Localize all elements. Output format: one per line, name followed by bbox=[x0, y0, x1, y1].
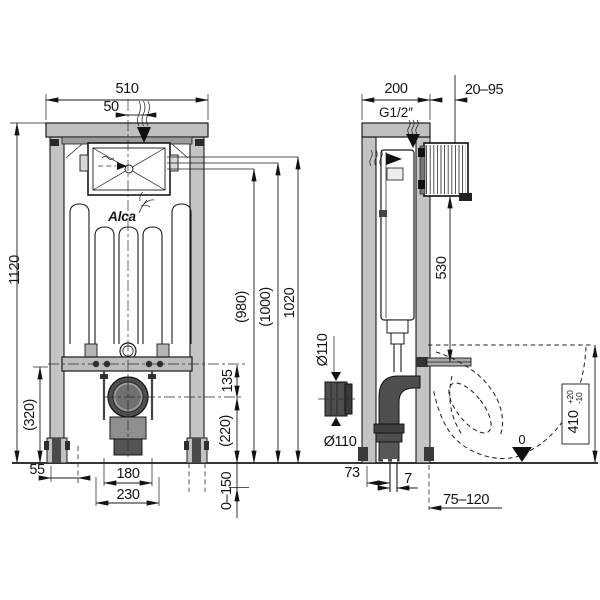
inspection-opening bbox=[79, 142, 179, 196]
dim-flush-drop: 135 bbox=[220, 369, 236, 392]
dim-bowl-range: 75–120 bbox=[443, 492, 489, 508]
front-view-frame bbox=[45, 122, 209, 464]
dim-h980: (980) bbox=[234, 291, 250, 323]
dim-water-connection: G1/2″ bbox=[379, 105, 413, 120]
bowl-mount-plate bbox=[426, 357, 472, 367]
waste-outlet-front bbox=[104, 376, 243, 456]
dim-rim-tol-plus: +20 bbox=[565, 390, 575, 404]
front-dimensions: 510 50 1120 (320) 55 180 230 0–150 135 bbox=[7, 81, 301, 518]
brand-text: Alca bbox=[107, 209, 136, 224]
dim-height: 1120 bbox=[7, 255, 23, 285]
sleeve-arrow-bottom-icon bbox=[331, 417, 341, 426]
dim-h1020: 1020 bbox=[282, 287, 298, 318]
dim-rim-height: 410 bbox=[566, 410, 582, 433]
dim-h1000: (1000) bbox=[258, 287, 274, 327]
dim-outlet-shift: 7 bbox=[404, 471, 412, 487]
dim-depth: 200 bbox=[385, 81, 408, 97]
corner-clip-left bbox=[50, 139, 59, 146]
water-inlet-arrow-icon bbox=[406, 134, 420, 148]
dim-plate-height: 530 bbox=[434, 256, 450, 279]
valve-arrow-icon bbox=[117, 162, 127, 170]
dim-rim-tol-minus: -10 bbox=[574, 392, 584, 404]
dim-outlet-diameter: Ø110 bbox=[324, 434, 357, 450]
mounting-plate-hatched bbox=[418, 142, 472, 201]
dim-lower-frame: (320) bbox=[22, 399, 38, 431]
dim-inlet-offset: 50 bbox=[103, 99, 119, 115]
waste-elbow-side bbox=[373, 375, 421, 492]
floor-datum: 0 bbox=[512, 432, 532, 462]
frame-crossbar bbox=[48, 342, 245, 420]
side-view-frame bbox=[358, 122, 434, 464]
corner-clip-right bbox=[195, 139, 204, 146]
outlet-sleeve-component: Ø110 Ø110 bbox=[315, 333, 358, 450]
plant-icon bbox=[138, 199, 148, 214]
dim-outlet-height: (220) bbox=[218, 415, 234, 447]
dim-rod-spacing: 180 bbox=[117, 466, 140, 482]
fill-valve-arrow-icon bbox=[386, 153, 402, 165]
side-dimensions: 200 20–95 530 73 7 75–120 410 +20 -10 bbox=[344, 75, 598, 511]
dim-width: 510 bbox=[116, 81, 139, 97]
dim-foot-side: 55 bbox=[29, 462, 45, 478]
dim-leg-adjust: 0–150 bbox=[219, 472, 235, 511]
alca-logo: Alca bbox=[107, 191, 155, 224]
dim-bolt-spacing: 230 bbox=[117, 487, 140, 503]
inlet-arrow-icon bbox=[137, 127, 151, 143]
frame-feet bbox=[44, 437, 209, 492]
dim-sleeve-diameter: Ø110 bbox=[315, 333, 331, 366]
dim-rim-height-group: 410 +20 -10 bbox=[565, 390, 584, 434]
water-connection-symbol: G1/2″ bbox=[379, 105, 420, 148]
datum-triangle-icon bbox=[512, 447, 532, 462]
datum-zero: 0 bbox=[518, 432, 525, 447]
sleeve-arrow-top-icon bbox=[331, 372, 341, 381]
cistern-side bbox=[369, 149, 415, 372]
insulation-ribs bbox=[69, 203, 192, 344]
dim-outlet-from-frame: 73 bbox=[344, 465, 360, 481]
dim-wall-offset: 20–95 bbox=[465, 82, 504, 98]
